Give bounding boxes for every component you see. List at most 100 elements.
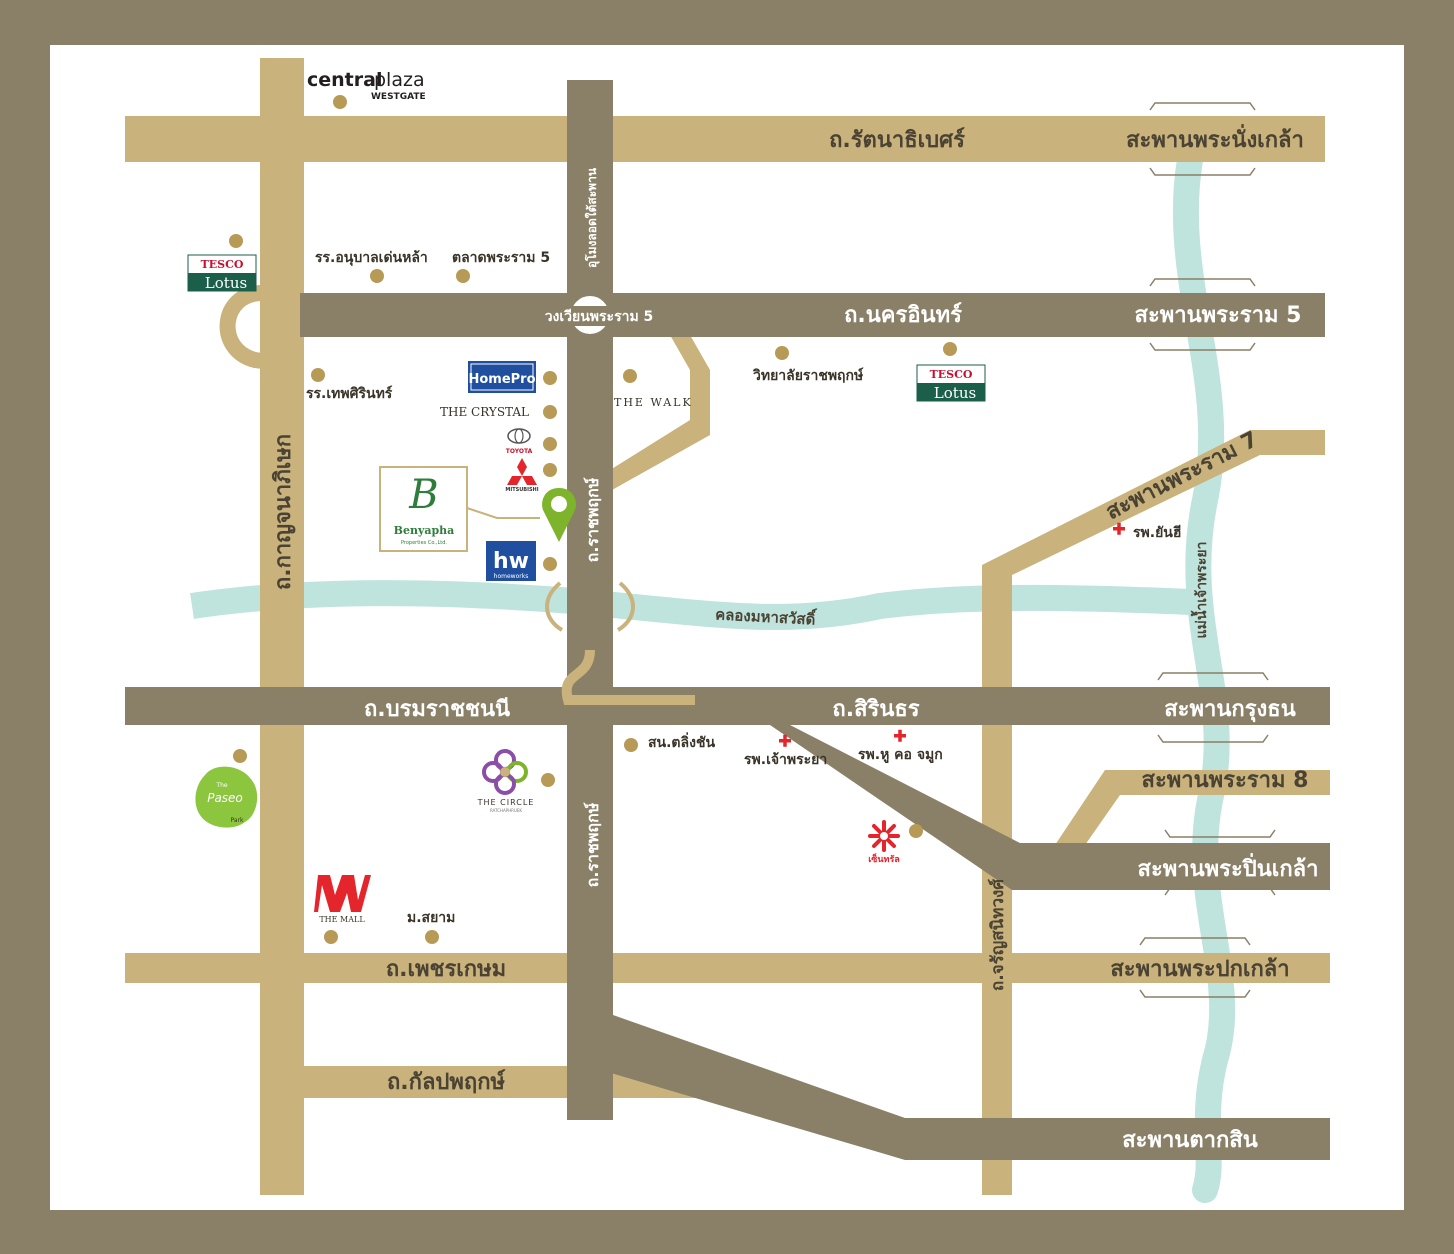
road-label-rattanathibet: ถ.รัตนาธิเบศร์ xyxy=(829,127,965,153)
svg-text:Lotus: Lotus xyxy=(205,274,247,292)
svg-text:HomePro: HomePro xyxy=(468,372,535,387)
hospital-icon-ent xyxy=(894,729,906,742)
label-market: ตลาดพระราม 5 xyxy=(452,250,550,266)
paseo-park-logo: The Paseo Park xyxy=(195,766,258,828)
benyapha-sub: Properties Co.,Ltd. xyxy=(401,540,447,546)
homeworks-logo: hw homeworks xyxy=(486,541,536,581)
central-westgate-brand: central xyxy=(307,69,382,91)
road-label-phetkasem: ถ.เพชรเกษม xyxy=(386,957,506,982)
label-thepsirin: รร.เทพศิรินทร์ xyxy=(306,385,393,402)
poi-markers xyxy=(229,95,957,944)
svg-text:Lotus: Lotus xyxy=(934,384,976,402)
benyapha-name: Benyapha xyxy=(394,524,455,537)
the-circle-logo: THE CIRCLE RATCHAPHRUEK xyxy=(477,749,535,813)
label-college: วิทยาลัยราชพฤกษ์ xyxy=(752,367,864,384)
road-ratchaphruek xyxy=(567,80,613,1120)
marker-central-westgate xyxy=(333,95,347,109)
label-siam-university: ม.สยาม xyxy=(407,910,455,926)
road-kanchanaphisek xyxy=(260,58,304,1195)
marker-tesco-kanchanaphisek xyxy=(229,234,243,248)
marker-market xyxy=(456,269,470,283)
bridge-label-rama5: สะพานพระราม 5 xyxy=(1135,303,1302,328)
svg-text:Paseo: Paseo xyxy=(207,791,243,805)
benyapha-monogram: B xyxy=(408,472,438,518)
central-westgate-brand-light: plaza xyxy=(374,69,425,91)
road-label-ratchaphruek-south: ถ.ราชพฤกษ์ xyxy=(583,802,602,887)
svg-text:The: The xyxy=(215,782,227,789)
marker-homeworks xyxy=(543,557,557,571)
svg-text:hw: hw xyxy=(493,549,529,574)
bridge-label-phra-pok-klao: สะพานพระปกเกล้า xyxy=(1110,957,1289,982)
road-label-kanchanaphisek: ถ.กาญจนาภิเษก xyxy=(271,434,296,590)
road-the-walk-connector xyxy=(610,335,710,490)
road-label-underpass: อุโมงลอดใต้สะพาน xyxy=(584,167,600,268)
road-rattanathibet xyxy=(125,116,1325,162)
marker-college xyxy=(775,346,789,360)
svg-text:THE MALL: THE MALL xyxy=(319,915,365,924)
u-turn-ramp xyxy=(561,649,695,705)
svg-text:RATCHAPHRUEK: RATCHAPHRUEK xyxy=(490,808,522,813)
the-crystal-logo: THE CRYSTAL xyxy=(440,405,529,419)
label-chao-phraya-hospital: รพ.เจ้าพระยา xyxy=(744,752,827,768)
road-label-sirindhorn: ถ.สิรินธร xyxy=(832,697,919,722)
svg-text:homeworks: homeworks xyxy=(494,573,529,580)
road-kanchanaphisek-loop xyxy=(219,285,300,370)
marker-paseo xyxy=(233,749,247,763)
homepro-logo: HomePro xyxy=(468,361,536,393)
toyota-logo: TOYOTA xyxy=(506,428,533,455)
bridge-label-phra-nang-klao: สะพานพระนั่งเกล้า xyxy=(1126,123,1304,153)
marker-the-crystal xyxy=(543,405,557,419)
bridge-label-pin-klao: สะพานพระปิ่นเกล้า xyxy=(1138,852,1319,882)
svg-text:THE CIRCLE: THE CIRCLE xyxy=(477,798,535,807)
bridge-label-taksin: สะพานตากสิน xyxy=(1122,1128,1258,1153)
label-yanhee: รพ.ยันฮี xyxy=(1133,525,1181,541)
marker-toyota xyxy=(543,437,557,451)
marker-the-mall xyxy=(324,930,338,944)
svg-text:TESCO: TESCO xyxy=(930,368,973,381)
road-phetkasem xyxy=(125,953,1330,983)
bridge-label-rama8: สะพานพระราม 8 xyxy=(1142,768,1309,793)
marker-homepro xyxy=(543,371,557,385)
svg-text:Park: Park xyxy=(231,817,244,824)
marker-tesco-nakhon-in xyxy=(943,342,957,356)
marker-siam-uni xyxy=(425,930,439,944)
roundabout-label-bg xyxy=(535,306,663,326)
marker-central-pinklao xyxy=(909,824,923,838)
label-taling-chan: สน.ตลิ่งชัน xyxy=(648,732,715,751)
label-kindergarten: รร.อนุบาลเด่นหล้า xyxy=(315,250,428,266)
road-borommaratchachonnani xyxy=(125,687,1330,725)
road-sirindhorn xyxy=(770,725,1330,890)
tesco-lotus-logo-right: TESCO Lotus xyxy=(916,364,986,402)
the-mall-logo: THE MALL xyxy=(314,875,371,924)
marker-taling-chan xyxy=(624,738,638,752)
road-rama8 xyxy=(1055,770,1330,845)
roundabout-label: วงเวียนพระราม 5 xyxy=(545,309,654,325)
tesco-lotus-logo-left: TESCO Lotus xyxy=(187,254,257,292)
bridge-label-krung-thon: สะพานกรุงธน xyxy=(1164,697,1295,723)
road-label-ratchaphruek-north: ถ.ราชพฤกษ์ xyxy=(583,477,602,562)
svg-text:เซ็นทรัล: เซ็นทรัล xyxy=(868,852,900,865)
hospital-icon-yanhee xyxy=(1113,522,1125,535)
bridge-marks xyxy=(1139,102,1276,998)
marker-kindergarten xyxy=(370,269,384,283)
mitsubishi-logo: MITSUBISHI xyxy=(505,458,539,493)
road-ratchaphruek-south xyxy=(567,1015,1330,1160)
hospital-icon-chao-phraya xyxy=(779,734,791,747)
river-label: แม่น้ำเจ้าพระยา xyxy=(1190,542,1210,639)
benyapha-callout: B Benyapha Properties Co.,Ltd. xyxy=(379,466,540,552)
svg-text:TOYOTA: TOYOTA xyxy=(506,448,533,455)
canal-overpass-right xyxy=(616,581,635,632)
marker-the-walk xyxy=(623,369,637,383)
svg-text:MITSUBISHI: MITSUBISHI xyxy=(505,487,538,493)
canal-overpass-left xyxy=(545,581,564,632)
svg-text:TESCO: TESCO xyxy=(201,258,244,271)
label-ent-hospital: รพ.หู คอ จมูก xyxy=(858,747,943,763)
road-nakhon-in xyxy=(300,293,1325,337)
road-label-borommaratchachonnani: ถ.บรมราชชนนี xyxy=(364,697,510,722)
marker-thepsirin xyxy=(311,368,325,382)
road-label-charansanitwong: ถ.จรัญสนิทวงศ์ xyxy=(987,878,1008,991)
project-location-pin xyxy=(542,488,576,542)
road-label-nakhon-in: ถ.นครอินทร์ xyxy=(844,302,962,328)
road-label-kanlapaphruek: ถ.กัลปพฤกษ์ xyxy=(387,1069,506,1095)
